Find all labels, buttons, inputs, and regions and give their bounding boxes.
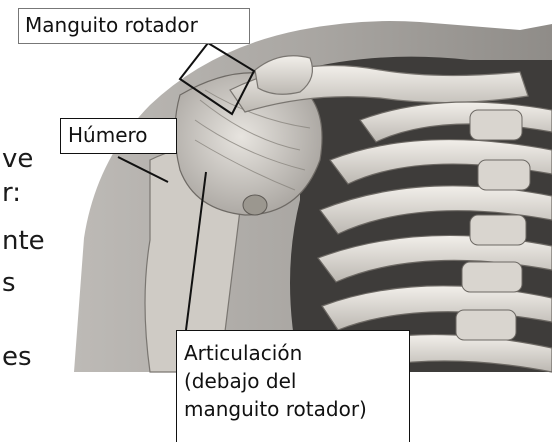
rotator-cuff-label: Manguito rotador	[18, 8, 250, 44]
rotator-cuff-label-text: Manguito rotador	[25, 13, 198, 37]
joint-label-line-2: (debajo del	[184, 367, 403, 395]
humerus-label: Húmero	[60, 118, 177, 154]
joint-capsule	[243, 195, 267, 215]
humerus-label-text: Húmero	[68, 123, 148, 147]
joint-label-line-1: Articulación	[184, 339, 403, 367]
joint-label-line-3: manguito rotador)	[184, 395, 403, 423]
joint-label: Articulación (debajo del manguito rotado…	[176, 330, 410, 442]
